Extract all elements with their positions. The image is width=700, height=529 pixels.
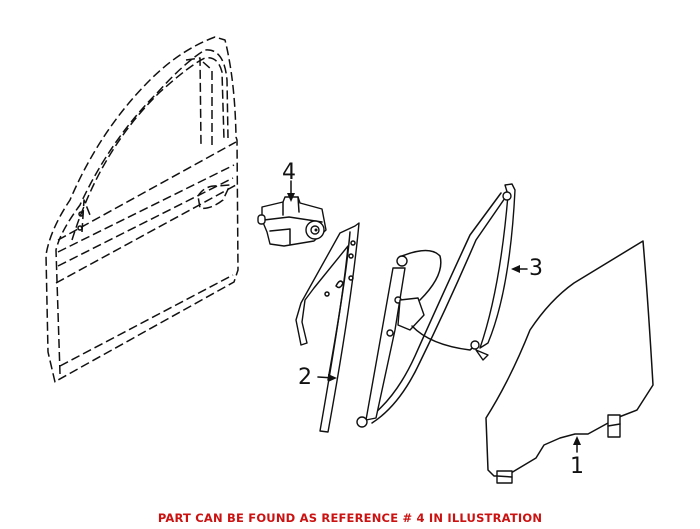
callout-ref-3: 3: [529, 256, 543, 281]
window-regulator-drawing: [356, 183, 528, 428]
window-motor-drawing: [257, 180, 327, 247]
glass-run-channel-drawing: [295, 222, 360, 433]
callout-ref-4: 4: [282, 160, 296, 185]
part-reference-note: PART CAN BE FOUND AS REFERENCE # 4 IN IL…: [157, 511, 543, 525]
callout-ref-2: 2: [298, 365, 312, 390]
callout-ref-1: 1: [570, 454, 584, 479]
glass-drawing: [485, 240, 654, 484]
door-shell-outline: [45, 36, 239, 383]
